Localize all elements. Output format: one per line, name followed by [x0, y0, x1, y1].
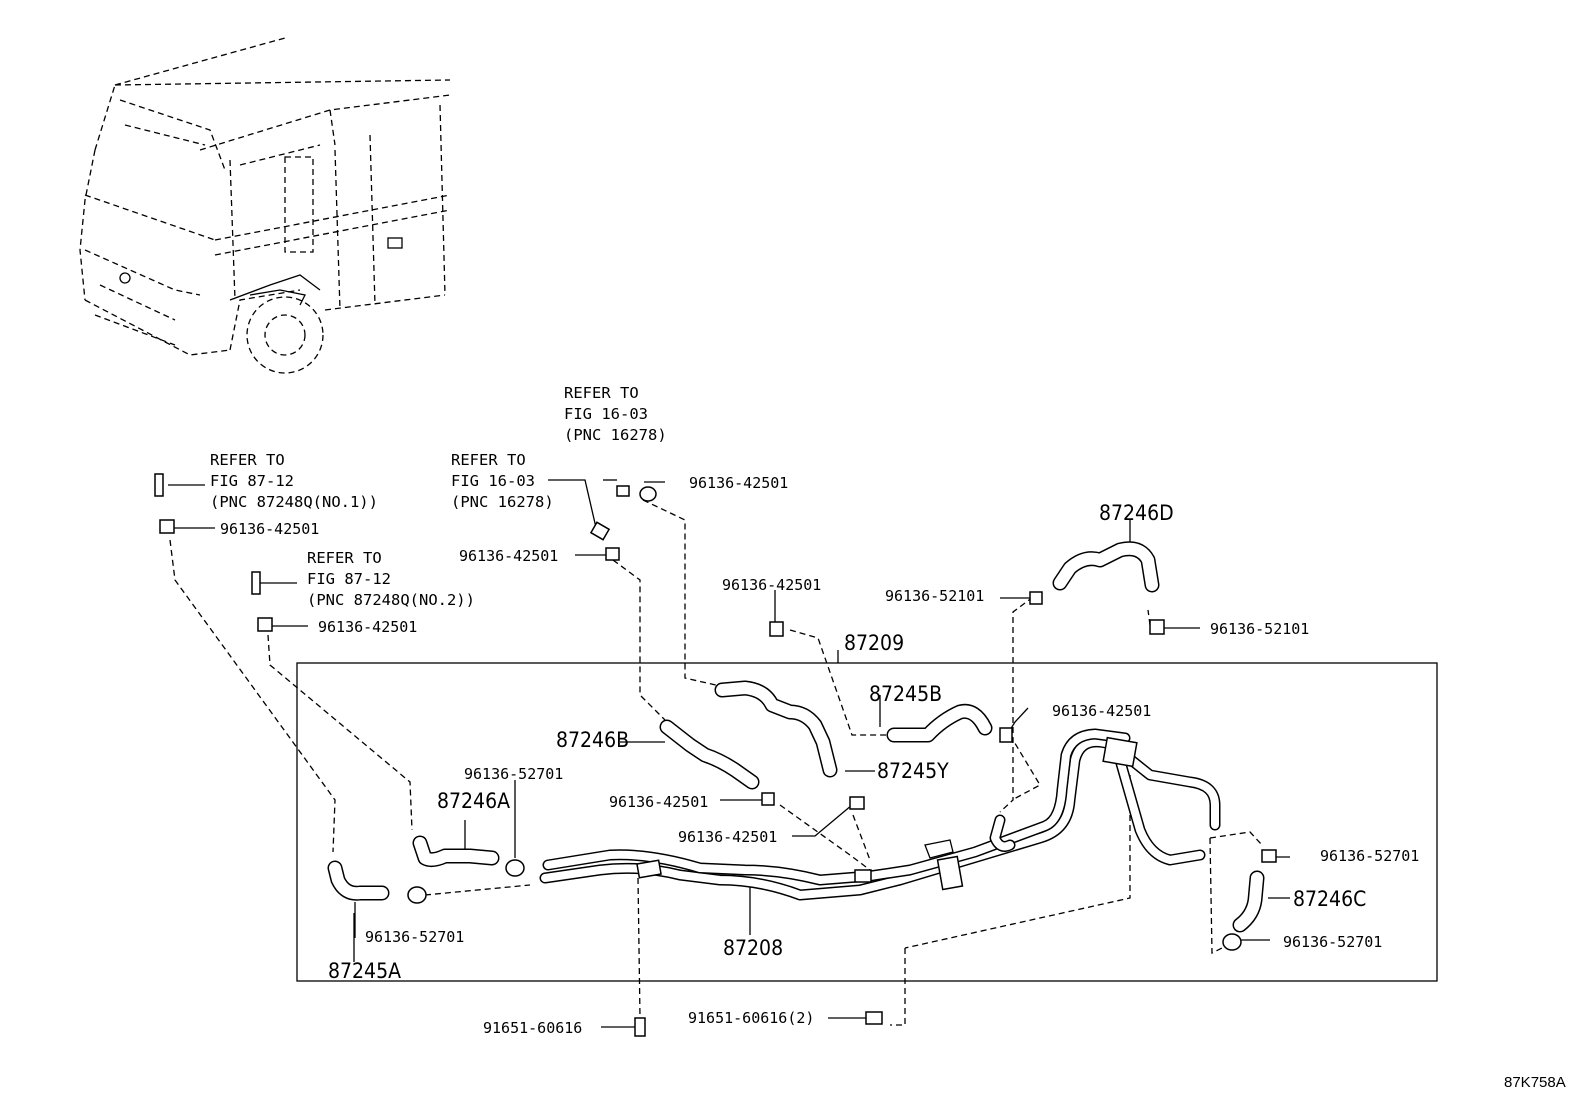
refer-labels: REFER TO FIG 87-12 (PNC 87248Q(NO.1)) RE…: [210, 384, 667, 609]
clamp-label-13: 96136-52701: [1320, 847, 1419, 865]
part-87245A: 87245A: [328, 959, 401, 983]
refer-c-l3: (PNC 16278): [451, 493, 554, 511]
clamp-label-14: 96136-52701: [1283, 933, 1382, 951]
refer-d-l3: (PNC 16278): [564, 426, 667, 444]
refer-a-l2: FIG 87-12: [210, 472, 294, 490]
refer-a-l1: REFER TO: [210, 451, 285, 469]
clamp-label-2: 96136-42501: [318, 618, 417, 636]
part-87246A: 87246A: [437, 789, 510, 813]
dashed-leaders: [169, 499, 1263, 1026]
clamp-3-icon: [639, 486, 657, 502]
clamp-label-3: 96136-42501: [689, 474, 788, 492]
part-87209: 87209: [844, 631, 904, 655]
hose-87246B: [659, 719, 760, 790]
refer-d-l2: FIG 16-03: [564, 405, 648, 423]
clamp-8-icon: [999, 727, 1013, 743]
bolt-2-icon: [865, 1011, 883, 1025]
refer-c-l2: FIG 16-03: [451, 472, 535, 490]
refer-d-l1: REFER TO: [564, 384, 639, 402]
refer-pipe-3: [589, 521, 611, 541]
hose-87245B: [886, 703, 993, 743]
part-87246B: 87246B: [556, 728, 629, 752]
clamp-label-11: 96136-42501: [678, 828, 777, 846]
clamp-12-icon: [407, 886, 427, 904]
hose-87246D: [1052, 541, 1160, 593]
hose-87246A: [412, 835, 500, 868]
part-87245B: 87245B: [869, 682, 942, 706]
part-87208: 87208: [723, 936, 783, 960]
clamp-label-4: 96136-42501: [459, 547, 558, 565]
clamp-label-7: 96136-52101: [1210, 620, 1309, 638]
clamp-5-icon: [769, 621, 784, 637]
hose-87245A: [327, 860, 390, 901]
clamp-1-icon: [159, 519, 175, 534]
refer-b-l2: FIG 87-12: [307, 570, 391, 588]
clamp-9-icon: [505, 859, 525, 877]
refer-pipe-1: [154, 473, 164, 497]
bolt-label-2: 91651-60616(2): [688, 1009, 814, 1027]
bolt-label-1: 91651-60616: [483, 1019, 582, 1037]
clamps-shapes: [159, 486, 1277, 951]
hose-87245Y: [714, 680, 838, 778]
clamp-4-icon: [605, 547, 620, 561]
clamp-14-icon: [1222, 933, 1242, 951]
bolt-1-icon: [634, 1017, 646, 1037]
clamp-11-icon: [849, 796, 865, 810]
clamp-2-icon: [257, 617, 273, 632]
refer-b-l1: REFER TO: [307, 549, 382, 567]
hoses: [327, 541, 1265, 933]
clamp-label-1: 96136-42501: [220, 520, 319, 538]
hose-87246C: [1232, 870, 1265, 933]
part-87246C: 87246C: [1293, 887, 1366, 911]
clamp-10-icon: [761, 792, 775, 806]
refer-b-l3: (PNC 87248Q(NO.2)): [307, 591, 475, 609]
pipe-87208: [539, 728, 1221, 901]
refer-pipe-2: [251, 571, 261, 595]
clamp-label-5: 96136-42501: [722, 576, 821, 594]
clamp-7-icon: [1149, 619, 1165, 635]
part-labels: 87246D 87209 87245B 87246B 87245Y 87246A…: [328, 501, 1366, 983]
figure-code: 87K758A: [1504, 1074, 1566, 1091]
clamp-label-12: 96136-52701: [365, 928, 464, 946]
clamp-13-icon: [1261, 849, 1277, 863]
part-87245Y: 87245Y: [877, 759, 949, 783]
refer-c-l1: REFER TO: [451, 451, 526, 469]
clamp-label-10: 96136-42501: [609, 793, 708, 811]
vehicle-sketch: [79, 37, 451, 374]
clamp-label-9: 96136-52701: [464, 765, 563, 783]
refer-pipe-4: [616, 485, 630, 497]
bolts-shapes: [634, 1011, 883, 1037]
bolt-labels: 91651-60616 91651-60616(2): [483, 1009, 814, 1037]
clamp-label-8: 96136-42501: [1052, 702, 1151, 720]
connectors: [154, 473, 630, 595]
assembly-box: [296, 662, 1438, 982]
clamp-6-icon: [1029, 591, 1043, 605]
part-87246D: 87246D: [1099, 501, 1174, 525]
clamp-label-6: 96136-52101: [885, 587, 984, 605]
clamp-labels: 96136-42501 96136-42501 96136-42501 9613…: [220, 474, 1419, 951]
refer-a-l3: (PNC 87248Q(NO.1)): [210, 493, 378, 511]
